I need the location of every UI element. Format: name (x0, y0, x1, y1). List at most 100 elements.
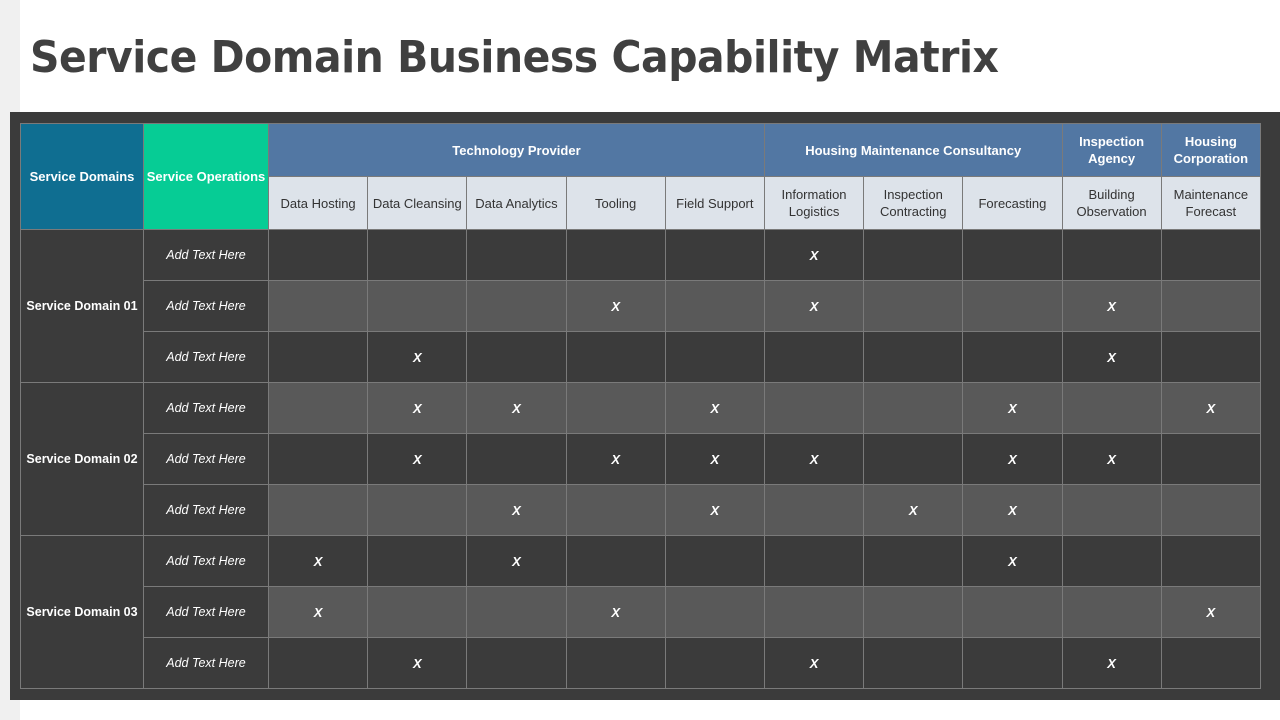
header-group: Housing Maintenance Consultancy (763, 123, 1063, 177)
header-group: Inspection Agency (1061, 123, 1162, 177)
capability-mark: X (466, 484, 567, 536)
header-column: Field Support (664, 176, 765, 230)
matrix-cell (565, 229, 666, 281)
capability-mark: X (1061, 637, 1162, 689)
capability-mark: X (1160, 586, 1262, 638)
capability-mark: X (565, 586, 666, 638)
matrix-cell (962, 280, 1063, 332)
matrix-cell (267, 229, 369, 281)
capability-mark: X (763, 229, 865, 281)
service-operation-label: Add Text Here (143, 433, 269, 485)
matrix-cell (1160, 637, 1262, 689)
matrix-cell (367, 484, 468, 536)
matrix-cell (763, 586, 865, 638)
header-column: Forecasting (962, 176, 1063, 230)
matrix-cell (367, 586, 468, 638)
service-operation-label: Add Text Here (143, 280, 269, 332)
matrix-cell (962, 331, 1063, 383)
capability-mark: X (664, 433, 765, 485)
matrix-cell (267, 433, 369, 485)
capability-mark: X (1061, 280, 1162, 332)
matrix-cell (962, 229, 1063, 281)
matrix-cell (466, 229, 567, 281)
matrix-cell (1061, 229, 1162, 281)
capability-mark: X (664, 484, 765, 536)
matrix-cell (763, 331, 865, 383)
capability-mark: X (962, 535, 1063, 587)
matrix-cell (664, 535, 765, 587)
table-row: Add Text Here X X X (21, 280, 1262, 332)
service-operation-label: Add Text Here (143, 535, 269, 587)
matrix-cell (664, 637, 765, 689)
service-operation-label: Add Text Here (143, 229, 269, 281)
header-column: Data Cleansing (367, 176, 468, 230)
matrix-cell (267, 280, 369, 332)
matrix-cell (863, 229, 964, 281)
capability-mark: X (962, 484, 1063, 536)
matrix-cell (664, 280, 765, 332)
capability-mark: X (763, 637, 865, 689)
matrix-cell (565, 382, 666, 434)
header-service-domains: Service Domains (20, 123, 144, 230)
matrix-cell (565, 637, 666, 689)
capability-mark: X (863, 484, 964, 536)
capability-mark: X (367, 637, 468, 689)
matrix-cell (1061, 382, 1162, 434)
matrix-cell (367, 229, 468, 281)
matrix-cell (466, 433, 567, 485)
capability-mark: X (962, 433, 1063, 485)
matrix-cell (962, 637, 1063, 689)
header-service-operations: Service Operations (143, 123, 269, 230)
matrix-cell (267, 382, 369, 434)
header-column: Maintenance Forecast (1160, 176, 1262, 230)
matrix-cell (863, 280, 964, 332)
service-operation-label: Add Text Here (143, 382, 269, 434)
matrix-cell (565, 484, 666, 536)
capability-mark: X (565, 433, 666, 485)
matrix-cell (565, 331, 666, 383)
matrix-cell (1160, 331, 1262, 383)
capability-mark: X (763, 280, 865, 332)
capability-mark: X (466, 382, 567, 434)
service-operation-label: Add Text Here (143, 586, 269, 638)
matrix-cell (763, 382, 865, 434)
matrix-cell (466, 280, 567, 332)
matrix-cell (1160, 535, 1262, 587)
matrix-cell (863, 637, 964, 689)
matrix-cell (962, 586, 1063, 638)
header-column: Tooling (565, 176, 666, 230)
capability-mark: X (763, 433, 865, 485)
matrix-cell (466, 331, 567, 383)
matrix-cell (466, 637, 567, 689)
matrix-cell (267, 484, 369, 536)
capability-mark: X (267, 586, 369, 638)
capability-mark: X (565, 280, 666, 332)
matrix-cell (1160, 280, 1262, 332)
service-operation-label: Add Text Here (143, 331, 269, 383)
matrix-cell (466, 586, 567, 638)
capability-mark: X (367, 331, 468, 383)
capability-mark: X (367, 382, 468, 434)
matrix-cell (267, 331, 369, 383)
matrix-cell (664, 586, 765, 638)
capability-mark: X (962, 382, 1063, 434)
matrix-cell (367, 280, 468, 332)
matrix-cell (565, 535, 666, 587)
matrix-cell (267, 637, 369, 689)
capability-mark: X (1160, 382, 1262, 434)
service-domain-label: Service Domain 02 (20, 382, 144, 536)
header-column: Inspection Contracting (863, 176, 964, 230)
header-column: Data Hosting (267, 176, 369, 230)
header-column: Building Observation (1061, 176, 1162, 230)
header-group: Housing Corporation (1160, 123, 1262, 177)
service-operation-label: Add Text Here (143, 637, 269, 689)
table-row: Add Text Here X X X (21, 637, 1262, 689)
capability-mark: X (466, 535, 567, 587)
page-title: Service Domain Business Capability Matri… (30, 32, 999, 83)
matrix-cell (1160, 433, 1262, 485)
